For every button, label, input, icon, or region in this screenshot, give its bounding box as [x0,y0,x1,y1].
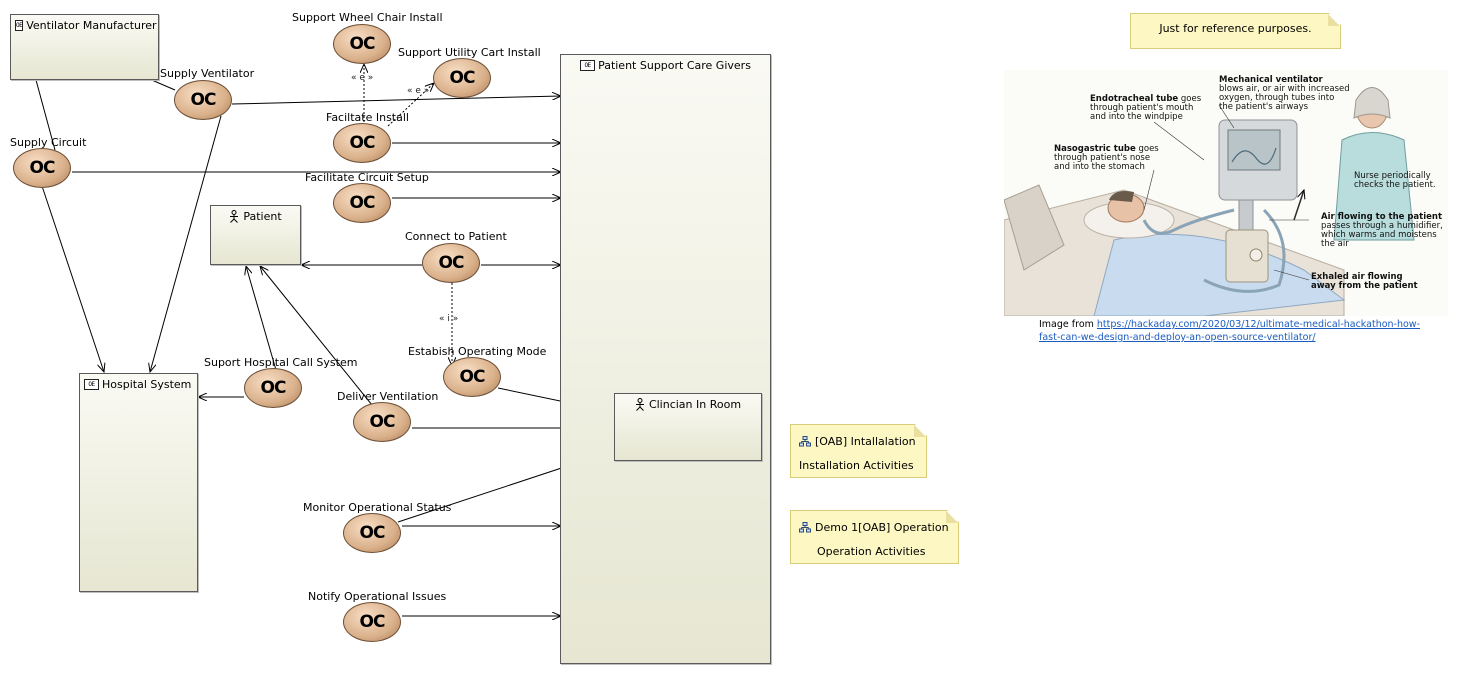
illus-endo-line: goes [1178,94,1202,104]
note-title: [OAB] Intallalation [815,435,916,448]
illus-naso-line: and into the stomach [1054,162,1145,172]
connector [41,185,104,372]
illus-mech-title: Mechanical ventilator [1219,75,1323,85]
note-subtitle: Installation Activities [799,459,914,472]
illus-endo-title: Endotracheal tube [1090,94,1179,104]
oc-supply-circuit[interactable]: OC [13,148,71,188]
oc-facilitate-install[interactable]: OC [333,123,391,163]
hierarchy-icon [799,522,811,533]
illus-mech-line: blows air, or air with increased [1219,84,1350,94]
note-text: Just for reference purposes. [1159,22,1312,35]
oc-deliver-ventilation[interactable]: OC [353,402,411,442]
include-stereotype: « i » [439,314,459,324]
illus-endo-line: through patient's mouth [1090,103,1194,113]
label-establish-operating-mode: Estabish Operating Mode [408,345,547,358]
operational-entity-icon: OE [84,379,99,390]
block-title: Hospital System [102,378,192,391]
illus-air-title: Air flowing to the patient [1321,212,1443,222]
label-notify-operational-issues: Notify Operational Issues [308,590,447,603]
oab-operation-note[interactable]: Demo 1[OAB] Operation Operation Activiti… [790,510,959,564]
label-deliver-ventilation: Deliver Ventilation [337,390,439,403]
illus-air-line: which warms and moistens [1321,230,1437,240]
extend-stereotype: « e » [407,86,430,96]
label-support-wheel-chair-install: Support Wheel Chair Install [292,11,443,24]
caption-prefix: Image from [1039,319,1097,330]
block-title: Clincian In Room [648,398,742,411]
illus-nurse-line: Nurse periodically [1354,171,1431,181]
illus-naso-line: goes [1135,144,1159,154]
label-connect-to-patient: Connect to Patient [405,230,507,243]
illus-exhaled-title: Exhaled air flowing [1311,272,1403,282]
label-monitor-operational-status: Monitor Operational Status [303,501,452,514]
note-title: Demo 1[OAB] Operation [815,521,949,534]
block-title: Ventilator Manufacturer [26,19,157,32]
connector [260,266,373,406]
oc-monitor-operational-status[interactable]: OC [343,513,401,553]
illus-naso-title: Nasogastric tube [1054,144,1136,154]
illus-air-line: passes through a humidifier, [1321,221,1443,231]
block-title: Patient [243,210,282,223]
oab-installation-note[interactable]: [OAB] Intallalation Installation Activit… [790,424,927,478]
label-facilitate-circuit-setup: Facilitate Circuit Setup [305,171,429,184]
label-supply-ventilator: Supply Ventilator [160,67,255,80]
oc-connect-to-patient[interactable]: OC [422,243,480,283]
actor-icon [635,398,644,411]
ventilator-illustration: Mechanical ventilator blows air, or air … [1004,70,1448,316]
illus-exhaled-title: away from the patient [1311,281,1418,291]
illus-mech-line: the patient's airways [1219,102,1309,112]
connector [150,115,222,372]
oc-notify-operational-issues[interactable]: OC [343,602,401,642]
label-facilitate-install: Faciltate Install [326,111,409,124]
illus-nurse-line: checks the patient. [1354,180,1436,190]
illustration-drawing [1004,70,1448,316]
connector [35,79,56,151]
source-link[interactable]: https://hackaday.com/2020/03/12/ultimate… [1096,319,1421,330]
oc-supply-ventilator[interactable]: OC [174,80,232,120]
patient-actor-block[interactable]: Patient [210,205,301,265]
illus-naso-line: through patient's nose [1054,153,1151,163]
clinician-in-room-block[interactable]: Clincian In Room [614,393,762,461]
label-supply-circuit: Supply Circuit [10,136,87,149]
oc-facilitate-circuit-setup[interactable]: OC [333,183,391,223]
reference-note[interactable]: Just for reference purposes. [1130,13,1341,49]
oc-establish-operating-mode[interactable]: OC [443,357,501,397]
operational-entity-icon: OE [580,60,596,71]
illus-endo-line: and into the windpipe [1090,112,1183,122]
oc-support-wheel-chair-install[interactable]: OC [333,24,391,64]
illus-air-line: the air [1321,239,1349,249]
block-title: Patient Support Care Givers [598,59,751,72]
label-support-utility-cart-install: Support Utility Cart Install [398,46,541,59]
oc-support-hospital-call-system[interactable]: OC [244,368,302,408]
illus-mech-line: oxygen, through tubes into [1219,93,1335,103]
image-caption: Image from https://hackaday.com/2020/03/… [1039,318,1420,344]
note-subtitle: Operation Activities [817,545,926,558]
label-support-hospital-call-system: Suport Hospital Call System [204,356,358,369]
extend-stereotype: « e » [351,73,374,83]
connector [231,96,561,105]
hierarchy-icon [799,436,811,447]
actor-icon [230,210,239,223]
connector [246,266,277,371]
operational-entity-icon: OE [15,20,24,31]
extend-connector [387,83,434,127]
oc-support-utility-cart-install[interactable]: OC [433,58,491,98]
source-link-continued[interactable]: fast-can-we-design-and-deploy-an-open-so… [1039,332,1316,343]
